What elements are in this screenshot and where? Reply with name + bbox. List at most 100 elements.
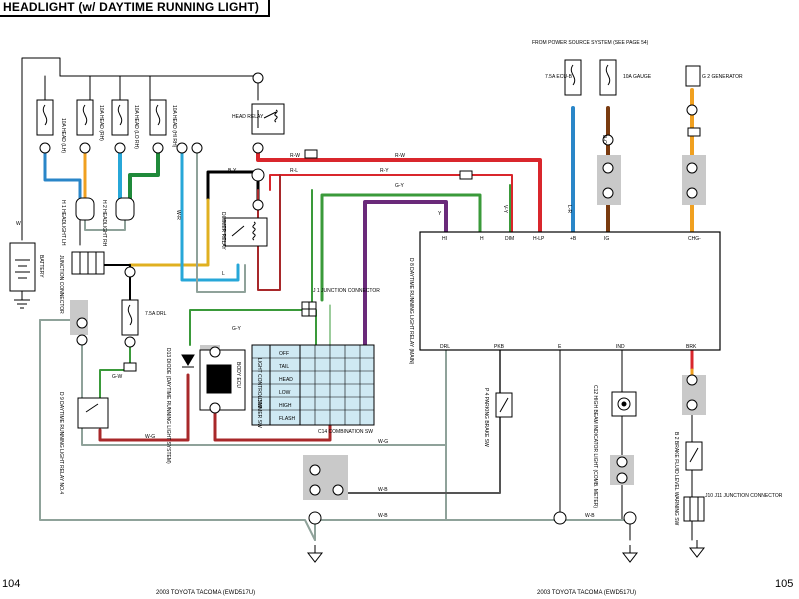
- head-relay-label: HEAD RELAY: [232, 114, 264, 120]
- drl-relay-main-label: D 8 DAYTIME RUNNING LIGHT RELAY (MAIN): [408, 258, 414, 365]
- fuse-label-gauge: 10A GAUGE: [623, 74, 652, 80]
- wire-green: [128, 143, 160, 202]
- wire-label: G-W: [112, 374, 123, 380]
- wire-label: W-R: [175, 210, 181, 220]
- wire-label: W-B: [378, 487, 388, 493]
- dimmer-sw-label: DIMMER SW: [256, 398, 262, 428]
- relay-terminal-hi: HI: [442, 236, 447, 242]
- relay-terminal-e: E: [558, 344, 562, 350]
- wire-label: Y: [438, 211, 442, 217]
- ground-icon: [306, 545, 324, 563]
- junction-connector-bottom-label: J10 J11 JUNCTION CONNECTOR: [705, 493, 783, 499]
- ground-icon: [688, 540, 706, 558]
- combination-sw-label: C14 COMBINATION SW: [318, 429, 373, 435]
- h2-label: H 2 HEADLIGHT RH: [101, 200, 107, 247]
- junction-connector-bottom-icon: [683, 496, 705, 522]
- wire-red-rl: [269, 174, 513, 233]
- fuse-label-head-hi-rh: 10A HEAD (HI RH): [171, 105, 177, 148]
- generator-icon: [685, 65, 701, 87]
- combination-sw-icon: [251, 344, 375, 426]
- junction-connector-lh-label: JUNCTION CONNECTOR: [58, 255, 64, 314]
- labels: 10A HEAD (LH) 10A HEAD (RH) 10A HEAD (LO…: [16, 40, 783, 526]
- wire-label: B-Y: [228, 168, 237, 174]
- wire-label: R-L: [290, 168, 298, 174]
- fuse-label-head-rh: 10A HEAD (RH): [98, 105, 104, 141]
- diode-label: D13 DIODE (DAYTIME RUNNING LIGHT SYSTEM): [165, 348, 171, 464]
- relay-terminal-ig: IG: [604, 236, 609, 242]
- junction-squares: [123, 127, 701, 372]
- fuse-head-rh: [76, 99, 94, 136]
- relay-terminal-brk: BRK: [686, 344, 697, 350]
- drl-relay-main-box: [419, 231, 721, 351]
- ground-icon: [621, 545, 639, 563]
- wire-label: R-Y: [380, 168, 389, 174]
- fuse-label-ecu-b: 7.5A ECU-B: [545, 74, 573, 80]
- junction-connector-lh-icon: [71, 251, 105, 275]
- fuse-gauge: [599, 59, 617, 96]
- relay-terminal-dim: DIM: [505, 236, 514, 242]
- headlight-connectors: [75, 197, 135, 221]
- dimmer-relay-icon: [224, 217, 268, 247]
- fuse-drl: [121, 299, 139, 336]
- connector-block-lh: [70, 300, 88, 335]
- battery-label: BATTERY: [38, 255, 44, 278]
- brake-fluid-sw-label: B 2 BRAKE FLUID LEVEL WARNING SW: [673, 432, 679, 526]
- switch-pos-flash: FLASH: [279, 416, 296, 422]
- relay-terminal-b: +B: [570, 236, 577, 242]
- head-relay-icon: [251, 103, 285, 135]
- page-number-left: 104: [2, 578, 21, 590]
- dimmer-relay-label: DIMMER RELAY: [220, 212, 226, 250]
- generator-label: G 2 GENERATOR: [702, 74, 743, 80]
- footer-model-right: 2003 TOYOTA TACOMA (EWD517U): [537, 590, 637, 596]
- wire-label: W-G: [378, 439, 388, 445]
- battery-icon: [9, 242, 36, 309]
- switch-pos-head: HEAD: [279, 377, 293, 383]
- parking-brake-sw-label: P 4 PARKING BRAKE SW: [483, 388, 489, 447]
- light-control-sw-label: LIGHT CONTROL SW: [256, 358, 262, 408]
- page-number-right: 105: [775, 578, 794, 590]
- wire-label: W-B: [585, 513, 595, 519]
- fuse-label-head-lh: 10A HEAD (LH): [60, 118, 66, 153]
- relay-terminal-ind: IND: [616, 344, 625, 350]
- brake-fluid-sw-icon: [685, 441, 703, 471]
- switch-pos-tail: TAIL: [279, 364, 289, 370]
- footer-model-left: 2003 TOYOTA TACOMA (EWD517U): [156, 590, 256, 596]
- wires: [21, 57, 694, 541]
- wire-label: W-B: [378, 513, 388, 519]
- wire-green-gy: [320, 193, 482, 302]
- fuse-label-drl: 7.5A DRL: [145, 311, 167, 317]
- switch-pos-low: LOW: [279, 390, 291, 396]
- high-beam-indicator-icon: [611, 391, 637, 417]
- wire-label: L-R: [566, 205, 572, 213]
- wire-blue-lh: [43, 143, 82, 202]
- title-bar: HEADLIGHT (w/ DAYTIME RUNNING LIGHT): [0, 0, 270, 17]
- page-title: HEADLIGHT (w/ DAYTIME RUNNING LIGHT): [3, 0, 260, 14]
- wire-red-rg: [98, 373, 190, 442]
- fuse-head-hi-rh: [149, 99, 167, 136]
- power-source-note: FROM POWER SOURCE SYSTEM (SEE PAGE 54): [532, 40, 649, 46]
- fuse-ecu-b: [564, 59, 582, 96]
- fuse-group: [36, 59, 617, 336]
- diode-icon: [181, 354, 195, 368]
- drl-relay-no4-icon: [77, 397, 109, 429]
- wire-label: V-Y: [502, 205, 508, 214]
- relay-terminal-chg: CHG-: [688, 236, 701, 242]
- wire-label: G-Y: [232, 326, 242, 332]
- wire-label: W: [16, 221, 21, 227]
- wire-label: W-G: [145, 434, 155, 440]
- fuse-head-lh: [36, 99, 54, 136]
- terminal-circles: [39, 72, 698, 525]
- relay-terminal-hlp: H-LP: [533, 236, 545, 242]
- fuse-head-lo-rh: [111, 99, 129, 136]
- body-ecu-icon: [199, 349, 246, 411]
- high-beam-indicator-label: C12 HIGH BEAM INDICATOR LIGHT (COMB. MET…: [592, 385, 598, 508]
- wire-purple: [363, 200, 448, 347]
- wire-label: G-Y: [395, 183, 405, 189]
- relay-terminal-drl: DRL: [440, 344, 450, 350]
- junction-connector-top-label: J 1 JUNCTION CONNECTOR: [313, 288, 380, 294]
- body-ecu-label: BODY ECU: [235, 362, 241, 388]
- relay-terminal-pkb: PKB: [494, 344, 505, 350]
- wire-label: R-W: [395, 153, 405, 159]
- wire-label: B-O: [601, 135, 607, 144]
